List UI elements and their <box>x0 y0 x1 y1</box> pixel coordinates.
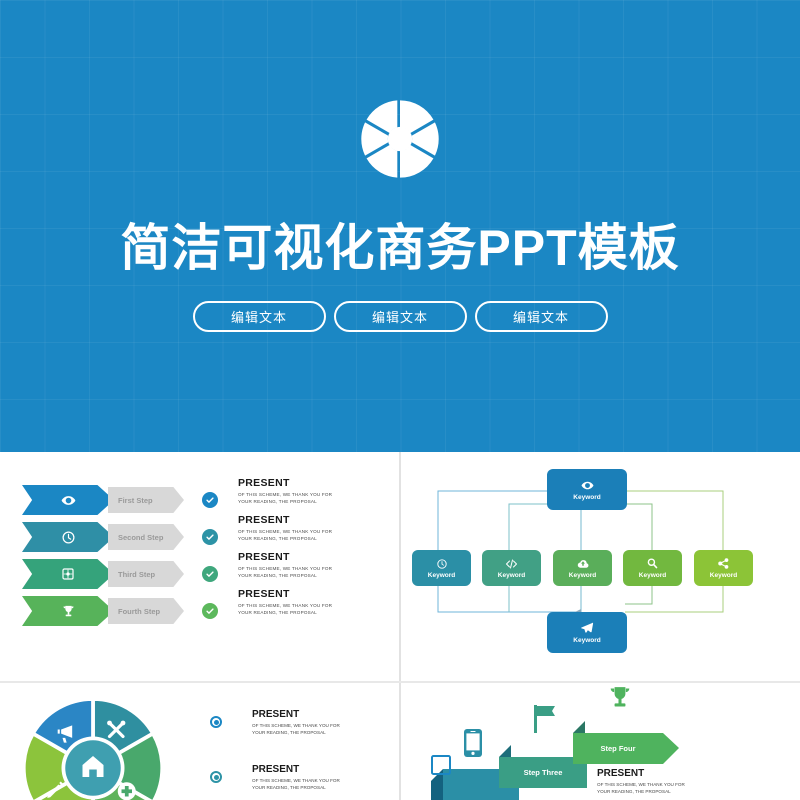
bullet-radio-icon <box>210 716 222 728</box>
segmented-wheel-logo-icon <box>358 97 442 181</box>
text-heading: PRESENT <box>238 551 290 563</box>
chevron-step-label: First Step <box>108 487 184 513</box>
edit-text-button-2[interactable]: 编辑文本 <box>333 301 467 332</box>
text-body: OF THIS SCHEME, WE THANK YOU FOR YOUR RE… <box>238 566 333 579</box>
slide-keyword-flow[interactable]: Keyword Keyword Keyword <box>401 452 800 681</box>
check-circle-icon <box>202 603 218 619</box>
trophy-icon <box>63 605 73 616</box>
check-circle-icon <box>202 566 218 582</box>
horizontal-divider <box>0 681 800 683</box>
stair-step-4 <box>573 733 679 764</box>
text-heading: PRESENT <box>597 768 645 779</box>
hero-grid-overlay <box>0 0 800 452</box>
chevron-step-shape <box>22 596 114 626</box>
flow-node-middle[interactable]: Keyword <box>623 550 682 586</box>
chevron-step-label: Third Step <box>108 561 184 587</box>
edit-text-button-1[interactable]: 编辑文本 <box>192 301 326 332</box>
text-heading: PRESENT <box>238 514 290 526</box>
stair-label-3: Step Three <box>523 768 563 777</box>
flow-node-bottom[interactable]: Keyword <box>547 612 627 653</box>
flow-node-middle[interactable]: Keyword <box>694 550 753 586</box>
eye-icon <box>581 481 593 489</box>
slide-thumbnail-grid: First Step Second Step <box>0 452 800 800</box>
trophy-icon <box>607 685 633 711</box>
flow-node-top[interactable]: Keyword <box>547 469 627 510</box>
donut-diagram <box>18 693 168 800</box>
text-heading: PRESENT <box>238 477 290 489</box>
text-heading: PRESENT <box>252 709 300 720</box>
check-circle-icon <box>202 529 218 545</box>
text-block: PRESENT OF THIS SCHEME, WE THANK YOU FOR… <box>238 477 338 505</box>
vertical-divider <box>399 452 401 800</box>
clock-icon <box>61 530 75 544</box>
text-block: PRESENT OF THIS SCHEME, WE THANK YOU FOR… <box>252 709 352 736</box>
check-circle-icon <box>202 492 218 508</box>
code-icon <box>506 559 517 568</box>
stair-arrows <box>431 721 679 800</box>
text-block: PRESENT OF THIS SCHEME, WE THANK YOU FOR… <box>238 514 338 542</box>
text-block: PRESENT OF THIS SCHEME, WE THANK YOU FOR… <box>238 588 338 616</box>
eye-icon <box>61 495 75 505</box>
paper-plane-icon <box>581 622 594 633</box>
megaphone-icon <box>57 725 73 743</box>
chevron-step-shape <box>22 522 114 552</box>
flow-node-middle[interactable]: Keyword <box>412 550 471 586</box>
cloud-upload-icon <box>577 559 588 568</box>
hero-pill-buttons: 编辑文本 编辑文本 编辑文本 <box>0 301 800 332</box>
text-body: OF THIS SCHEME, WE THANK YOU FOR YOUR RE… <box>238 492 333 505</box>
flow-node-label: Keyword <box>638 572 667 579</box>
flow-node-middle[interactable]: Keyword <box>553 550 612 586</box>
hero-cover-slide: 简洁可视化商务PPT模板 编辑文本 编辑文本 编辑文本 <box>0 0 800 452</box>
flow-node-label: Keyword <box>573 493 601 501</box>
search-icon <box>647 558 658 569</box>
bullet-radio-icon <box>210 771 222 783</box>
chevron-step-label: Second Step <box>108 524 184 550</box>
home-icon <box>82 756 104 777</box>
stair-step-1-shadow <box>431 769 443 800</box>
pencil-icon <box>47 781 63 798</box>
text-body: OF THIS SCHEME, WE THANK YOU FOR YOUR RE… <box>238 603 333 616</box>
flag-icon <box>534 705 558 733</box>
flow-node-label: Keyword <box>497 571 526 579</box>
edit-text-button-3[interactable]: 编辑文本 <box>474 301 608 332</box>
clock-icon <box>436 558 447 569</box>
flow-node-label: Keyword <box>427 571 456 579</box>
chevron-step-shape <box>22 559 114 589</box>
text-heading: PRESENT <box>252 764 300 775</box>
slide-chevron-steps[interactable]: First Step Second Step <box>0 452 399 681</box>
text-body: OF THIS SCHEME, WE THANK YOU FOR YOUR RE… <box>252 778 340 791</box>
text-body: OF THIS SCHEME, WE THANK YOU FOR YOUR RE… <box>238 529 333 542</box>
slide-stair-steps[interactable]: Step Three Step Four <box>401 683 800 800</box>
phone-icon <box>464 729 482 757</box>
text-body: OF THIS SCHEME, WE THANK YOU FOR YOUR RE… <box>597 782 685 795</box>
flow-node-middle[interactable]: Keyword <box>482 550 541 586</box>
stair-label-4: Step Four <box>600 744 636 753</box>
tools-icon <box>107 721 125 739</box>
text-block: PRESENT OF THIS SCHEME, WE THANK YOU FOR… <box>252 764 352 791</box>
slide-donut-segments[interactable]: PRESENT OF THIS SCHEME, WE THANK YOU FOR… <box>0 683 399 800</box>
flow-node-label: Keyword <box>568 571 597 579</box>
flow-node-label: Keyword <box>573 637 601 644</box>
square-outline-icon <box>429 753 453 777</box>
text-heading: PRESENT <box>238 588 290 600</box>
cube-icon <box>62 568 74 580</box>
text-body: OF THIS SCHEME, WE THANK YOU FOR YOUR RE… <box>252 723 340 736</box>
chevron-step-label: Fourth Step <box>108 598 184 624</box>
text-block: PRESENT OF THIS SCHEME, WE THANK YOU FOR… <box>238 551 338 579</box>
page-title: 简洁可视化商务PPT模板 <box>120 220 680 276</box>
share-icon <box>718 558 729 569</box>
text-block: PRESENT OF THIS SCHEME, WE THANK YOU FOR… <box>597 768 692 795</box>
chevron-step-shape <box>22 485 114 515</box>
flow-node-label: Keyword <box>709 572 738 579</box>
stair-step-3 <box>499 757 587 788</box>
